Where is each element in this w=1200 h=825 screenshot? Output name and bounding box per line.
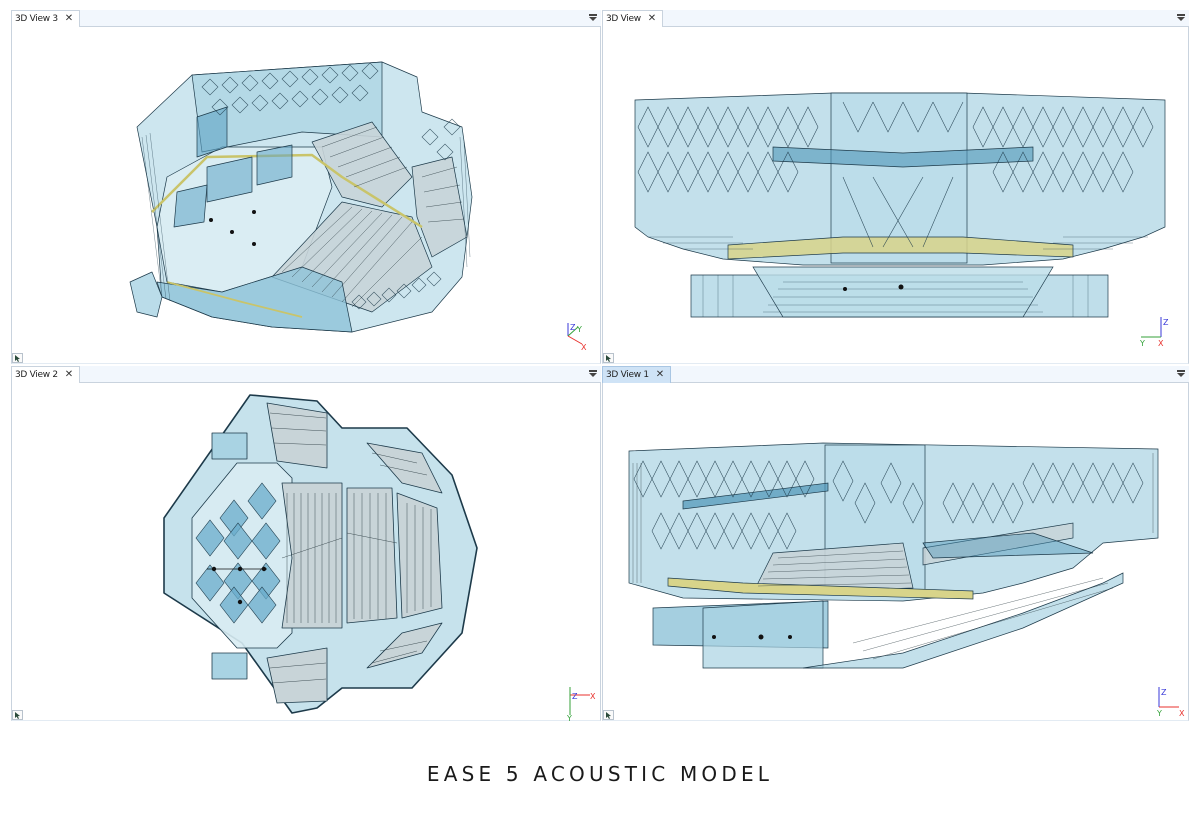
pointer-icon	[15, 355, 20, 362]
figure-caption: EASE 5 ACOUSTIC MODEL	[426, 762, 774, 786]
tab-label: 3D View 1	[606, 370, 649, 380]
axis-y-label: Y	[566, 714, 572, 721]
axis-gizmo: Z Y X	[1156, 687, 1185, 718]
axis-y-label: Y	[576, 325, 582, 334]
tab-3d-view-3[interactable]: 3D View 3 ✕	[11, 10, 80, 27]
pane-3d-view-3: 3D View 3 ✕	[11, 10, 601, 364]
close-icon[interactable]: ✕	[64, 13, 73, 24]
axis-gizmo: Z X Y	[566, 687, 596, 721]
close-icon[interactable]: ✕	[64, 369, 73, 380]
tab-label: 3D View 3	[15, 14, 58, 24]
tab-strip: 3D View 1 ✕	[602, 366, 1189, 383]
dropdown-menu-icon[interactable]	[1177, 370, 1185, 378]
axis-z-label: Z	[570, 323, 576, 332]
dropdown-menu-icon[interactable]	[589, 370, 597, 378]
acoustic-model-front	[634, 92, 1166, 318]
tab-strip: 3D View ✕	[602, 10, 1189, 27]
acoustic-model-perspective	[129, 61, 473, 333]
tab-3d-view[interactable]: 3D View ✕	[602, 10, 663, 27]
viewport-front[interactable]: Z Y X	[602, 27, 1189, 364]
tab-3d-view-1[interactable]: 3D View 1 ✕	[602, 366, 671, 383]
pointer-tool-button[interactable]	[12, 710, 23, 720]
acoustic-model-side	[628, 442, 1159, 669]
viewport-top[interactable]: Z X Y	[11, 383, 601, 721]
viewport-perspective[interactable]: Z Y X	[11, 27, 601, 364]
axis-y-label: Y	[1156, 709, 1162, 718]
pointer-icon	[15, 712, 20, 719]
pointer-icon	[606, 712, 611, 719]
tab-label: 3D View	[606, 14, 641, 24]
tab-label: 3D View 2	[15, 370, 58, 380]
axis-x-label: X	[1158, 339, 1164, 348]
axis-x-label: X	[1179, 709, 1185, 718]
axis-x-label: X	[590, 692, 596, 701]
pointer-icon	[606, 355, 611, 362]
tab-strip: 3D View 3 ✕	[11, 10, 601, 27]
tab-strip: 3D View 2 ✕	[11, 366, 601, 383]
pane-3d-view-1: 3D View 1 ✕	[602, 366, 1189, 721]
axis-y-label: Y	[1139, 339, 1145, 348]
pane-3d-view-2: 3D View 2 ✕	[11, 366, 601, 721]
axis-z-label: Z	[1163, 318, 1169, 327]
axis-z-label: Z	[1161, 688, 1167, 697]
pointer-tool-button[interactable]	[603, 353, 614, 363]
axis-gizmo: Z Y X	[1139, 317, 1169, 348]
pointer-tool-button[interactable]	[12, 353, 23, 363]
axis-x-label: X	[581, 343, 587, 351]
dropdown-menu-icon[interactable]	[1177, 14, 1185, 22]
pane-3d-view: 3D View ✕	[602, 10, 1189, 364]
acoustic-model-top	[163, 394, 478, 714]
close-icon[interactable]: ✕	[655, 369, 664, 380]
viewport-side[interactable]: Z Y X	[602, 383, 1189, 721]
close-icon[interactable]: ✕	[647, 13, 656, 24]
pointer-tool-button[interactable]	[603, 710, 614, 720]
axis-z-label: Z	[572, 692, 578, 701]
axis-gizmo: Z Y X	[567, 323, 587, 351]
dropdown-menu-icon[interactable]	[589, 14, 597, 22]
tab-3d-view-2[interactable]: 3D View 2 ✕	[11, 366, 80, 383]
